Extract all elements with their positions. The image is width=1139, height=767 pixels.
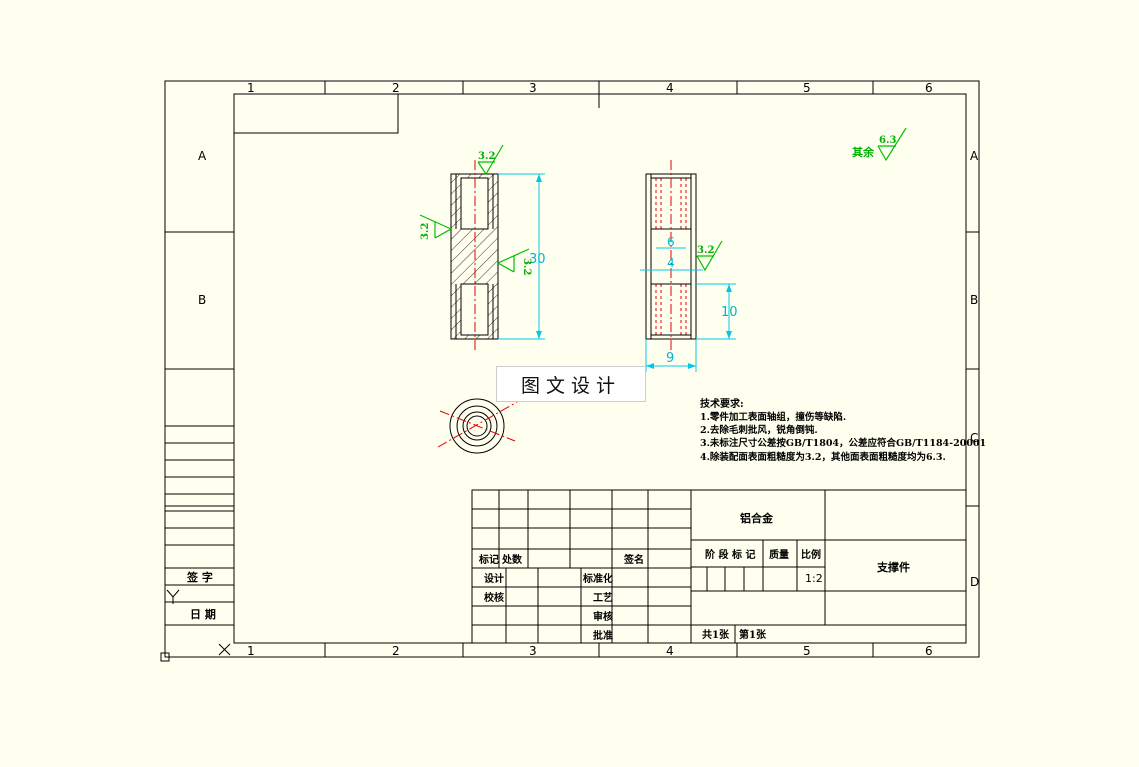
row-label-right-d: D [970,575,979,589]
tech-note-3: 3.未标注尺寸公差按GB/T1804，公差应符合GB/T1184-20001 [700,437,986,449]
side-view [640,160,736,372]
row-label-right-b: B [970,293,978,307]
label-standardize: 标准化 [582,572,613,585]
col-label-bottom-3: 3 [529,644,537,658]
col-label-top-1: 1 [247,81,255,95]
roughness-side-value: 3.2 [697,245,714,256]
roughness-top-value: 3.2 [478,151,495,162]
roughness-symbol-top [477,144,504,176]
dim-thread-4: 4 [667,256,675,270]
zone-ticks [165,81,979,657]
roughness-symbol-left [419,214,453,239]
col-label-top-2: 2 [392,81,400,95]
dim-height-30: 30 [529,252,546,267]
top-view [437,398,518,454]
tech-note-4: 4.除装配面表面粗糙度为3.2，其他面表面粗糙度均为6.3. [700,451,946,463]
row-label-left-b: B [198,293,206,307]
sheet-number: 第1张 [739,628,767,641]
col-label-top-4: 4 [666,81,674,95]
col-label-top-3: 3 [529,81,537,95]
label-ratio: 比例 [801,548,821,561]
row-label-right-c: C [970,431,978,445]
col-label-bottom-5: 5 [803,644,811,658]
tech-note-2: 2.去除毛刺批风，锐角倒钝. [700,424,818,436]
label-mark: 标记 [478,553,499,566]
tech-notes-title: 技术要求: [700,397,744,410]
scale-value: 1:2 [805,572,823,585]
col-label-bottom-4: 4 [666,644,674,658]
dim-width-9: 9 [666,351,674,366]
section-view [450,160,545,350]
label-signature: 签名 [623,553,644,566]
material-value: 铝合金 [740,511,774,525]
row-label-right-a: A [970,149,979,163]
label-mass: 质量 [769,548,789,561]
label-design: 设计 [484,572,504,585]
left-strip-date: 日 期 [190,607,216,621]
watermark-logo: 图文设计 [496,366,646,402]
roughness-symbol-right [496,248,530,273]
roughness-default-value: 6.3 [879,135,896,146]
roughness-left-value: 3.2 [420,223,431,240]
roughness-symbol-default [877,127,907,162]
tech-note-1: 1.零件加工表面轴组，撞伤等缺陷. [700,411,846,423]
label-approve: 批准 [593,629,613,642]
left-strip-sign: 签 字 [186,570,213,584]
col-label-top-6: 6 [925,81,933,95]
label-check: 校核 [484,591,504,604]
dim-depth-10: 10 [721,305,738,320]
label-review: 审核 [593,610,613,623]
roughness-symbol-side [696,240,723,272]
col-label-bottom-1: 1 [247,644,255,658]
other-surfaces-label: 其余 [852,145,875,159]
roughness-right-value: 3.2 [521,258,532,275]
drawing-code-box [234,94,399,134]
sheets-total: 共1张 [702,628,730,641]
left-revision-strip [160,425,234,662]
title-block-grid [471,489,967,644]
col-label-bottom-2: 2 [392,644,400,658]
label-process: 工艺 [593,591,613,604]
part-name: 支撑件 [876,560,910,574]
col-label-bottom-6: 6 [925,644,933,658]
col-label-top-5: 5 [803,81,811,95]
dim-bore-6: 6 [667,235,675,249]
row-label-left-a: A [198,149,207,163]
label-count: 处数 [501,553,523,566]
label-stage: 阶 段 标 记 [705,548,755,561]
